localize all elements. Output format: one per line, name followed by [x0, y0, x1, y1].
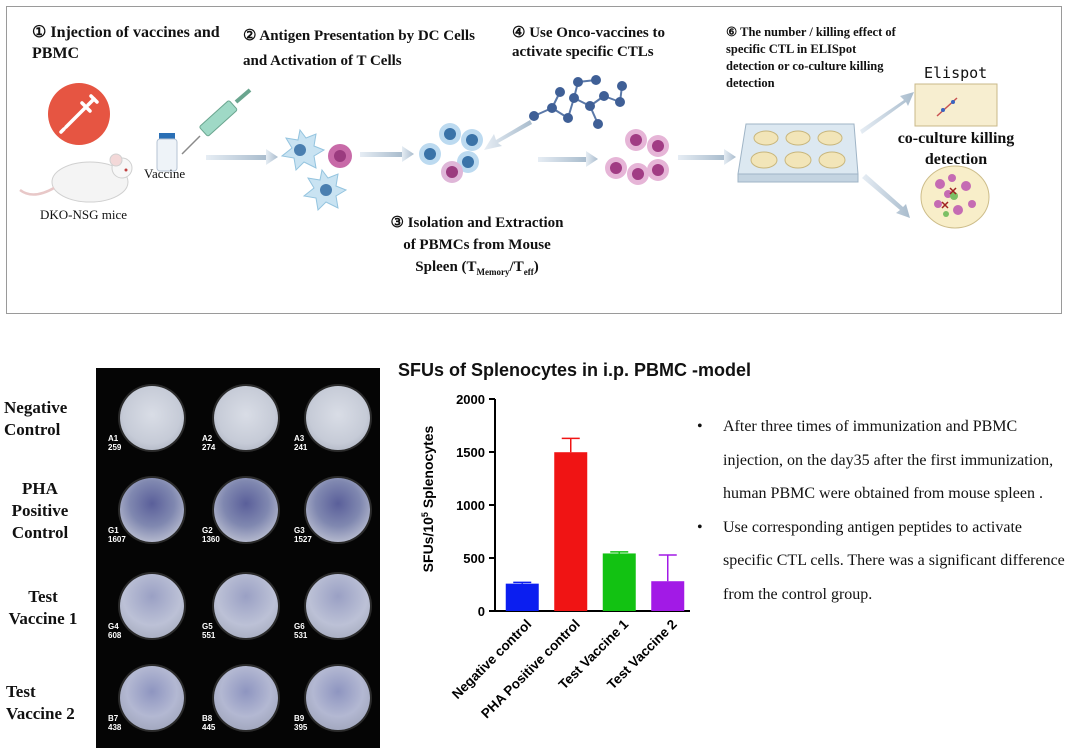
well-B9	[306, 666, 370, 730]
bar-chart: SFUs/105 Splenocytes 0 500 1000 1500 2000Neg…	[420, 392, 690, 721]
well-G6	[306, 574, 370, 638]
step6-text: ⑥ The number / killing effect of specifi…	[726, 25, 896, 90]
well-A1	[120, 386, 184, 450]
step4-text: ④ Use Onco-vaccines to activate specific…	[512, 25, 666, 60]
row-label-vaccine2: Test Vaccine 2	[6, 682, 75, 723]
step3-prefix: Spleen (T	[415, 259, 477, 275]
dc-cells-icon	[280, 128, 352, 212]
workflow-arrows	[206, 92, 914, 218]
arrow-1	[206, 149, 278, 165]
chart-y-axis-label: SFUs/105 Splenocytes	[420, 425, 436, 572]
step3-sub-eff: eff	[523, 267, 534, 277]
bullet-marker: •	[697, 518, 703, 536]
coculture-dish-icon	[920, 165, 990, 229]
chart-title: SFUs of Splenocytes in i.p. PBMC -model	[398, 360, 752, 380]
chart-y-tick-label: 1000	[456, 498, 485, 513]
elispot-plate-icon	[737, 123, 859, 183]
row-label-vaccine1: Test Vaccine 1	[8, 587, 78, 628]
row-label-negative: Negative Control	[4, 398, 68, 439]
arrow-5	[678, 149, 736, 165]
vaccine-vial-icon	[156, 133, 178, 172]
syringe-badge-icon	[48, 83, 110, 145]
arrow-7	[862, 174, 910, 218]
well-A3	[306, 386, 370, 450]
step3-mid: /T	[509, 259, 524, 275]
chart-bar-2	[554, 452, 588, 611]
chart-bar-3	[602, 553, 636, 611]
well-G3	[306, 478, 370, 542]
chart-y-tick-label: 500	[463, 551, 485, 566]
chart-y-tick-label: 1500	[456, 445, 485, 460]
elispot-well-icon	[914, 83, 998, 127]
pbmc-cluster-icon	[419, 123, 483, 183]
chart-x-tick-label-1: Negative control	[449, 617, 534, 702]
chart-bar-1	[505, 583, 539, 611]
well-B7	[120, 666, 184, 730]
well-G5	[214, 574, 278, 638]
step3-line3: Spleen (TMemory/Teff)	[372, 256, 582, 283]
chart-bar-4	[651, 581, 685, 611]
arrow-6	[860, 92, 914, 134]
step3-line1: ③ Isolation and Extraction	[390, 215, 564, 231]
mouse-icon	[19, 153, 133, 203]
arrow-4	[538, 151, 598, 167]
well-G4	[120, 574, 184, 638]
well-G1	[120, 478, 184, 542]
row-label-pha: PHA Positive Control	[11, 479, 69, 542]
bullet-item-1: • After three times of immunization and …	[697, 410, 1073, 511]
bullet-text-1: After three times of immunization and PB…	[723, 418, 1054, 502]
chart-y-tick-label: 0	[478, 604, 485, 619]
coculture-label: co-culture killing detection	[897, 130, 1015, 168]
bullet-text-2: Use corresponding antigen peptides to ac…	[723, 518, 1065, 603]
peptide-molecules-icon	[529, 75, 627, 129]
step3-text: ③ Isolation and Extraction of PBMCs from…	[372, 212, 582, 283]
elispot-label: Elispot	[924, 64, 988, 82]
mice-label: DKO-NSG mice	[40, 207, 128, 222]
bullet-marker: •	[697, 418, 703, 435]
ctl-cluster-icon	[605, 129, 669, 185]
step3-suffix: )	[533, 259, 539, 275]
step3-line2: of PBMCs from Mouse	[403, 237, 551, 253]
arrow-2	[360, 146, 414, 162]
well-A2	[214, 386, 278, 450]
chart-y-tick-label: 2000	[456, 392, 485, 407]
bullet-item-2: • Use corresponding antigen peptides to …	[697, 511, 1073, 612]
step2-text: ② Antigen Presentation by DC Cells and A…	[243, 28, 475, 69]
vaccine-label: Vaccine	[144, 166, 186, 181]
well-B8	[214, 666, 278, 730]
step3-sub-memory: Memory	[476, 267, 510, 277]
well-G2	[214, 478, 278, 542]
arrow-3	[484, 120, 532, 150]
step1-text: ① Injection of vaccines and PBMC	[32, 24, 220, 62]
workflow-panel	[6, 6, 1062, 314]
syringe-icon	[181, 88, 252, 155]
bullet-list: • After three times of immunization and …	[697, 410, 1073, 611]
